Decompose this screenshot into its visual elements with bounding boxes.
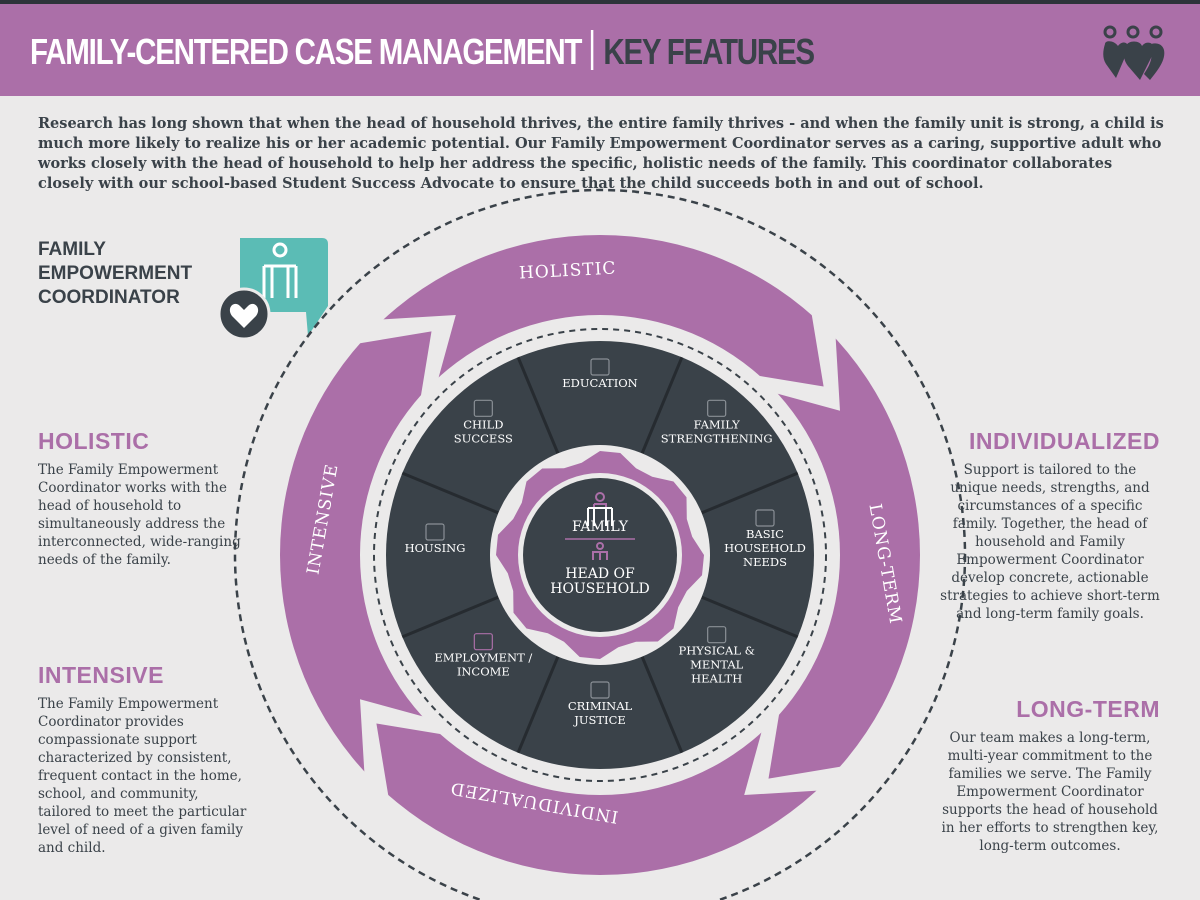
segment-divider (701, 595, 799, 639)
coordinator-line: COORDINATOR (38, 287, 180, 308)
segment-divider (401, 595, 499, 639)
title-main: FAMILY-CENTERED CASE MANAGEMENT (30, 31, 582, 72)
section-intensive: INTENSIVE The Family Empowerment Coordin… (38, 662, 248, 857)
section-text: The Family Empowerment Coordinator works… (38, 462, 241, 568)
section-title: HOLISTIC (38, 428, 150, 454)
coordinator-label: FAMILY EMPOWERMENT COORDINATOR (38, 238, 192, 310)
segment-education: EDUCATION (562, 358, 638, 390)
center-family-label: FAMILY (572, 519, 629, 535)
coordinator-line: EMPOWERMENT (38, 263, 193, 284)
section-title: LONG-TERM (1016, 696, 1160, 722)
section-text: Support is tailored to the unique needs,… (940, 462, 1160, 622)
segment-label: INCOME (457, 665, 510, 679)
top-border (0, 0, 1200, 4)
segment-divider (516, 356, 560, 454)
segment-label: HEALTH (691, 672, 742, 686)
section-holistic: HOLISTIC The Family Empowerment Coordina… (38, 428, 248, 569)
ring-arrow-gaps (357, 312, 843, 798)
section-title: INTENSIVE (38, 662, 164, 688)
segment-label: PHYSICAL & (678, 644, 754, 658)
segment-label: CRIMINAL (568, 699, 633, 713)
section-title: INDIVIDUALIZED (969, 428, 1160, 454)
inner-dashed-circle (373, 328, 827, 782)
segment-divider (640, 356, 684, 454)
house-icon (425, 523, 445, 541)
segment-housing: HOUSING (405, 523, 466, 555)
segment-label: EMPLOYMENT / (434, 651, 532, 665)
segment-dividers (401, 356, 799, 754)
segment-label: CHILD (463, 417, 503, 431)
section-individualized: INDIVIDUALIZED Support is tailored to th… (940, 428, 1160, 623)
segment-label: BASIC (746, 527, 784, 541)
center-head-label: HEAD OF (565, 566, 635, 582)
briefcase-icon (473, 633, 493, 651)
segment-divider (640, 656, 684, 754)
segment-label: NEEDS (743, 555, 787, 569)
head-of-household-icon (592, 542, 608, 560)
section-long-term: LONG-TERM Our team makes a long-term, mu… (940, 696, 1160, 855)
segment-label: MENTAL (690, 658, 744, 672)
chain-link-icon (707, 399, 727, 417)
ring-arrow-gap (756, 312, 840, 411)
coordinator-line: FAMILY (38, 239, 106, 260)
segment-label: HOUSEHOLD (724, 541, 806, 555)
coordinator-heart-icon (218, 238, 328, 341)
section-text: Our team makes a long-term, multi-year c… (941, 730, 1159, 854)
family-icon (587, 492, 613, 526)
ring-arrow-gap (360, 699, 444, 798)
segment-label: JUSTICE (573, 713, 626, 727)
intro-paragraph: Research has long shown that when the he… (38, 115, 1164, 192)
center-head-label: HOUSEHOLD (550, 581, 650, 597)
segment-divider (516, 656, 560, 754)
segment-employment-income: EMPLOYMENT /INCOME (434, 633, 532, 679)
segment-label: STRENGTHENING (661, 431, 773, 445)
family-hearts-icon (1103, 25, 1165, 80)
ring-arrow-gap (744, 711, 843, 795)
graduation-cap-icon (590, 358, 610, 376)
title-sub: KEY FEATURES (603, 31, 815, 72)
star-icon (473, 399, 493, 417)
water-bottle-icon (755, 509, 775, 527)
header: FAMILY-CENTERED CASE MANAGEMENT KEY FEATU… (0, 4, 1200, 96)
segment-divider (401, 471, 499, 515)
segment-label: EDUCATION (562, 376, 638, 390)
ring-arrow-gap (357, 315, 456, 399)
segment-divider (701, 471, 799, 515)
page-title: FAMILY-CENTERED CASE MANAGEMENT KEY FEATU… (30, 30, 815, 73)
segment-label: SUCCESS (454, 431, 513, 445)
medical-cross-icon (707, 626, 727, 644)
segment-label: FAMILY (694, 417, 741, 431)
outer-dashed-circle (233, 188, 967, 900)
section-text: The Family Empowerment Coordinator provi… (38, 696, 247, 856)
gavel-icon (590, 681, 610, 699)
segment-label: HOUSING (405, 541, 466, 555)
title-divider (591, 30, 594, 70)
